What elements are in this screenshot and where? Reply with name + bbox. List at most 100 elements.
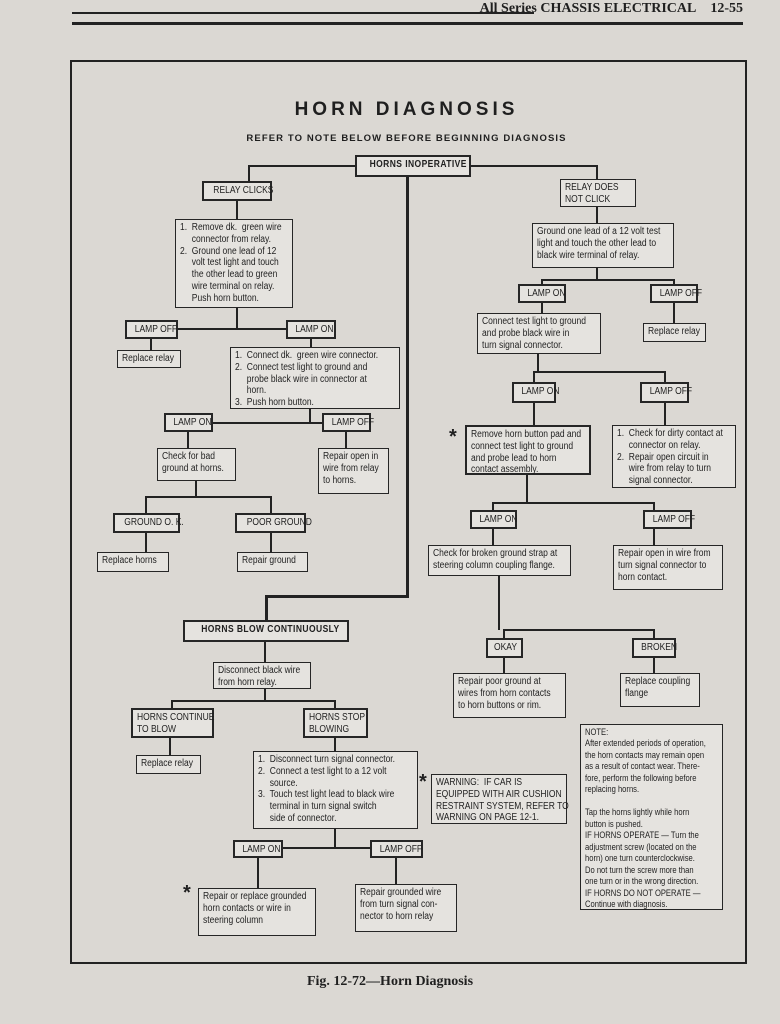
flow-connector — [334, 700, 336, 708]
asterisk-repair-contacts: * — [183, 882, 191, 904]
box-horns-inoperative: HORNS INOPERATIVE — [355, 155, 471, 177]
flow-connector — [270, 496, 272, 513]
flow-connector — [345, 432, 347, 448]
flow-connector — [145, 496, 272, 498]
box-horns-stop-blowing: HORNS STOP BLOWING — [303, 708, 368, 738]
flow-connector — [264, 642, 266, 662]
flow-connector — [236, 201, 238, 219]
box-lamp-on-r3: LAMP ON — [470, 510, 517, 529]
figure-caption: Fig. 12-72—Horn Diagnosis — [306, 974, 474, 989]
flow-connector — [310, 339, 312, 347]
flow-connector — [673, 303, 675, 323]
flow-connector-main — [406, 176, 409, 597]
flow-connector — [187, 432, 189, 448]
flow-connector — [169, 738, 171, 755]
flow-connector — [250, 165, 355, 167]
box-replace-coupling-flange: Replace coupling flange — [620, 673, 700, 707]
header-section: All Series CHASSIS ELECTRICAL — [479, 1, 697, 16]
box-check-dirty-contact: 1. Check for dirty contact at connector … — [612, 425, 736, 488]
flow-connector — [248, 165, 250, 181]
box-lamp-on-r2: LAMP ON — [512, 382, 559, 403]
flow-connector — [596, 207, 598, 223]
box-lamp-off-r3: LAMP OFF — [643, 510, 695, 529]
box-remove-horn-pad: Remove horn button pad and connect test … — [465, 425, 591, 475]
box-relay-does-not-click: RELAY DOES NOT CLICK — [560, 179, 636, 207]
box-lamp-off-r1: LAMP OFF — [650, 284, 702, 303]
flow-connector — [270, 533, 272, 552]
flow-connector — [533, 403, 535, 425]
flow-connector — [653, 658, 655, 673]
box-lamp-on-2: LAMP ON — [164, 413, 213, 432]
box-repair-contacts: Repair or replace grounded horn contacts… — [198, 888, 316, 936]
flow-connector — [526, 475, 528, 503]
flow-connector — [145, 496, 147, 513]
box-disconnect-black-wire: Disconnect black wire from horn relay. — [213, 662, 311, 689]
flow-connector — [334, 829, 336, 848]
box-okay: OKAY — [486, 638, 523, 658]
flow-connector — [257, 858, 259, 888]
flow-connector — [537, 354, 539, 373]
box-lamp-on-1: LAMP ON — [286, 320, 336, 339]
box-replace-relay-1: Replace relay — [117, 350, 181, 368]
header-page-number: 12-55 — [710, 1, 743, 16]
box-lamp-on-r1: LAMP ON — [518, 284, 566, 303]
box-horns-continue-to-blow: HORNS CONTINUE TO BLOW — [131, 708, 214, 738]
box-lamp-off-1: LAMP OFF — [125, 320, 178, 339]
box-horns-blow-continuously: HORNS BLOW CONTINUOUSLY — [183, 620, 349, 642]
header-rule-full — [72, 22, 743, 25]
flow-connector — [673, 279, 675, 284]
header-rule-left — [72, 12, 534, 14]
box-warning: WARNING: IF CAR IS EQUIPPED WITH AIR CUS… — [431, 774, 569, 824]
box-broken: BROKEN — [632, 638, 677, 658]
flow-connector — [264, 689, 266, 701]
flow-connector — [236, 308, 238, 330]
flow-connector — [541, 279, 543, 284]
flow-connector — [145, 533, 147, 552]
box-repair-grounded-wire: Repair grounded wire from turn signal co… — [355, 884, 457, 932]
flow-connector — [171, 700, 336, 702]
box-left-step1: 1. Remove dk. green wire connector from … — [175, 219, 293, 308]
flow-connector — [653, 502, 655, 510]
box-lamp-off-2: LAMP OFF — [322, 413, 374, 432]
box-left-step2: 1. Connect dk. green wire connector. 2. … — [230, 347, 400, 409]
page-subtitle: REFER TO NOTE BELOW BEFORE BEGINNING DIA… — [246, 133, 567, 144]
flow-connector — [213, 422, 322, 424]
box-right-step1: Ground one lead of a 12 volt test light … — [532, 223, 674, 268]
flow-connector — [283, 847, 370, 849]
flow-connector — [664, 403, 666, 425]
page-title: HORN DIAGNOSIS — [294, 99, 519, 120]
flow-connector — [653, 529, 655, 545]
flow-connector — [498, 576, 500, 630]
box-repair-poor-ground: Repair poor ground at wires from horn co… — [453, 673, 566, 718]
flow-connector — [596, 165, 598, 179]
flow-connector — [541, 303, 543, 313]
flow-connector — [533, 371, 535, 382]
flow-connector-main — [265, 595, 268, 621]
box-relay-clicks: RELAY CLICKS — [202, 181, 273, 201]
flow-connector — [596, 268, 598, 280]
box-note: NOTE: After extended periods of operatio… — [580, 724, 723, 910]
box-check-bad-ground: Check for bad ground at horns. — [157, 448, 236, 481]
box-replace-relay-2: Replace relay — [136, 755, 201, 774]
flow-connector — [503, 629, 505, 638]
flow-connector — [470, 165, 598, 167]
box-replace-relay-r: Replace relay — [643, 323, 706, 342]
box-lamp-off-bottom: LAMP OFF — [370, 840, 423, 858]
chart-border — [70, 60, 747, 964]
flow-connector — [195, 481, 197, 497]
flow-connector-main — [266, 595, 409, 598]
flow-connector — [503, 658, 505, 673]
box-repair-open-turn-signal: Repair open in wire from turn signal con… — [613, 545, 723, 590]
flow-connector — [492, 502, 655, 504]
flow-connector — [171, 700, 173, 708]
box-repair-ground: Repair ground — [237, 552, 308, 572]
box-lamp-on-bottom: LAMP ON — [233, 840, 283, 858]
flow-connector — [653, 629, 655, 638]
box-ground-ok: GROUND O. K. — [113, 513, 184, 533]
box-check-ground-strap: Check for broken ground strap at steerin… — [428, 545, 571, 576]
flow-connector — [150, 339, 152, 350]
flow-connector — [177, 328, 286, 330]
flow-connector — [533, 371, 666, 373]
box-continuous-step: 1. Disconnect turn signal connector. 2. … — [253, 751, 418, 829]
flow-connector — [664, 371, 666, 382]
